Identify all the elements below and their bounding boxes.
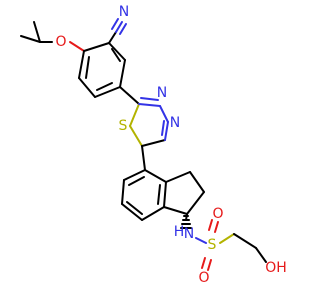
atom-label-amide-n: N — [184, 226, 194, 242]
molecule-structure: N O S N N N H S O O OH — [20, 4, 287, 286]
atom-label-thiadiazole-n2: N — [157, 85, 167, 101]
atom-label-thiadiazole-n1: N — [170, 115, 180, 131]
atom-label-sulfonyl-o1: O — [212, 206, 223, 222]
molecule-diagram: N O S N N N H S O O OH — [20, 4, 287, 286]
isopropyl-group — [20, 21, 53, 43]
biaryl-bond-lower — [141, 145, 146, 171]
indane-cyclopentane-ring — [163, 171, 205, 215]
atom-label-ether-o: O — [55, 34, 66, 50]
indane-aromatic-ring — [121, 169, 167, 221]
atom-label-hydroxyl: OH — [265, 260, 287, 276]
nitrile-group — [108, 18, 127, 44]
cyanophenyl-ring — [78, 42, 126, 98]
biaryl-bond-upper — [119, 86, 140, 105]
atom-label-sulfonyl-s: S — [208, 237, 217, 253]
ether-bond — [69, 41, 85, 52]
thiadiazole-ring — [129, 97, 169, 147]
hydroxyethyl-chain — [219, 233, 267, 263]
amide-sulfonyl-bond — [195, 237, 207, 244]
atom-label-amide-h: H — [174, 224, 185, 240]
sulfonyl-oxygen-bonds — [201, 219, 219, 271]
atom-label-thiadiazole-s: S — [119, 118, 128, 134]
atom-label-nitrile-n: N — [119, 4, 129, 20]
stereo-wedge-bond — [180, 213, 192, 229]
atom-label-sulfonyl-o2: O — [198, 270, 209, 286]
